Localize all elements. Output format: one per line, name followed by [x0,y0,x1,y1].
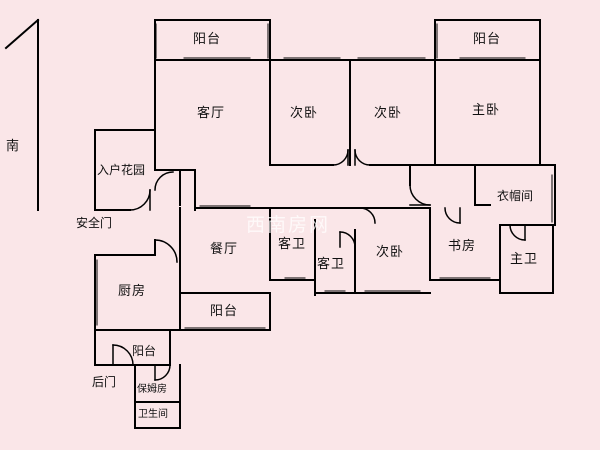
cloakroom-walls [474,164,556,226]
balcony-top-left-label: 阳台 [193,32,222,47]
kitchen-label: 厨房 [118,284,147,299]
second-bedroom-3-walls [354,207,431,294]
guest-bath-2-label: 客卫 [317,257,346,272]
guest-bath-1-walls [269,219,316,296]
guest-bath-1-label: 客卫 [278,237,307,252]
balcony-middle-walls [179,292,271,331]
guest-bath-2-walls [314,229,356,294]
study-walls [429,207,501,294]
maid-room-label: 保姆房 [137,384,167,395]
watermark-text: 西南房网 [246,214,331,236]
entrance-garden-label: 入户花园 [97,163,146,177]
compass-arrow [4,18,40,211]
master-bedroom-label: 主卧 [472,103,501,118]
toilet-label: 卫生间 [138,409,168,420]
entrance-garden-walls [94,129,196,211]
maid-room-walls [134,364,181,429]
balcony-middle-label: 阳台 [210,304,239,319]
dining-room-walls [154,207,271,296]
cloakroom-label: 衣帽间 [497,189,534,203]
living-room-label: 客厅 [197,106,226,121]
balcony-bottom-walls [94,329,171,366]
study-label: 书房 [448,239,477,254]
dining-room-label: 餐厅 [210,242,239,257]
back-door-label: 后门 [92,375,117,389]
balcony-top-right-label: 阳台 [473,32,502,47]
master-bath-walls [499,224,554,294]
second-bedroom-2-label: 次卧 [374,106,403,121]
balcony-bottom-label: 阳台 [132,344,157,358]
kitchen-walls [94,239,181,331]
balcony-top-left-walls [154,19,271,61]
compass-label: 南 [6,139,21,154]
second-bedroom-1-label: 次卧 [290,106,319,121]
balcony-top-right-walls [434,19,541,61]
master-bath-label: 主卫 [510,252,539,267]
safety-door-label: 安全门 [76,216,113,230]
second-bedroom-3-label: 次卧 [376,245,405,260]
